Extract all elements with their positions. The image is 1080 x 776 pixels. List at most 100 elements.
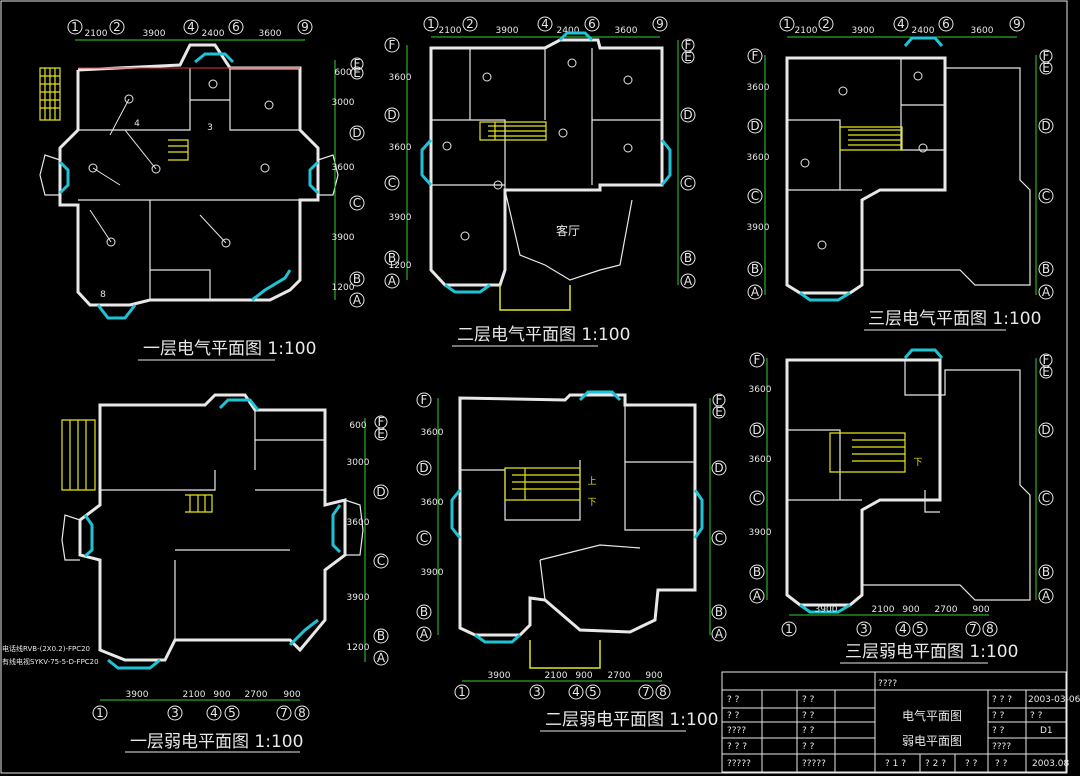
svg-text:6: 6 — [588, 17, 596, 31]
svg-text:D: D — [376, 485, 385, 499]
svg-text:3900: 3900 — [143, 29, 166, 39]
svg-text:3600: 3600 — [332, 163, 355, 173]
svg-text:E: E — [1042, 365, 1050, 379]
svg-text:B: B — [1042, 262, 1050, 276]
svg-text:3600: 3600 — [347, 518, 370, 528]
svg-text:A: A — [751, 285, 760, 299]
svg-text:900: 900 — [645, 671, 662, 681]
svg-text:F: F — [685, 38, 692, 52]
room-label-living: 客厅 — [556, 223, 580, 238]
svg-text:C: C — [420, 531, 428, 545]
svg-text:F: F — [716, 393, 723, 407]
cable-note-tv: 有线电视SYKV-75-5-D-FPC20 — [2, 657, 99, 666]
svg-text:C: C — [1042, 189, 1050, 203]
svg-text:2100: 2100 — [545, 671, 568, 681]
title-block-header: ???? — [878, 679, 897, 689]
svg-text:2: 2 — [466, 17, 474, 31]
svg-text:? 1 ?: ? 1 ? — [885, 759, 906, 769]
svg-text:????: ???? — [992, 742, 1011, 752]
svg-text:3600: 3600 — [421, 428, 444, 438]
svg-text:? ?: ? ? — [802, 742, 815, 752]
svg-text:3: 3 — [533, 685, 541, 699]
svg-text:B: B — [715, 605, 723, 619]
svg-text:C: C — [1042, 491, 1050, 505]
svg-text:?????: ????? — [802, 759, 826, 769]
svg-text:1: 1 — [96, 706, 104, 720]
svg-text:1: 1 — [785, 622, 793, 636]
svg-text:3900: 3900 — [421, 568, 444, 578]
plan-2f-electrical: 1 2 4 6 9 2100 3900 2400 3600 客厅 36 — [384, 16, 696, 347]
svg-text:4: 4 — [187, 20, 195, 34]
svg-text:F: F — [354, 57, 361, 71]
svg-text:7: 7 — [969, 622, 977, 636]
svg-text:3600: 3600 — [747, 83, 770, 93]
svg-text:3900: 3900 — [749, 528, 772, 538]
svg-text:F: F — [378, 415, 385, 429]
svg-text:A: A — [1042, 285, 1051, 299]
svg-text:F: F — [389, 38, 396, 52]
svg-text:900: 900 — [283, 690, 300, 700]
svg-text:C: C — [353, 196, 361, 210]
svg-text:C: C — [388, 176, 396, 190]
svg-text:3: 3 — [860, 622, 868, 636]
svg-text:C: C — [753, 491, 761, 505]
svg-text:1: 1 — [783, 17, 791, 31]
svg-text:2100: 2100 — [795, 26, 818, 36]
svg-text:2100: 2100 — [872, 605, 895, 615]
svg-text:3600: 3600 — [259, 29, 282, 39]
svg-text:3600: 3600 — [747, 153, 770, 163]
svg-text:下: 下 — [587, 498, 596, 508]
right-dims-4: 600 3000 3600 3900 1200 F E D C B A — [347, 415, 389, 666]
svg-text:? ? ?: ? ? ? — [992, 695, 1012, 705]
svg-text:3600: 3600 — [389, 143, 412, 153]
svg-text:3900: 3900 — [852, 26, 875, 36]
title-block-date2: 2003.08 — [1032, 759, 1069, 769]
right-dims-2: F E D C B A — [677, 38, 696, 289]
right-dims-6: F E D C B A — [1035, 353, 1054, 604]
svg-text:C: C — [715, 531, 723, 545]
left-dims-6: 3600 3600 3900 F D C B A — [749, 352, 772, 604]
svg-text:3600: 3600 — [971, 26, 994, 36]
svg-text:? ?: ? ? — [995, 759, 1008, 769]
bottom-axis-row-6: 3900 2100 900 2700 900 1 3 4 5 7 8 — [781, 605, 998, 637]
svg-text:F: F — [752, 49, 759, 63]
svg-text:9: 9 — [1013, 17, 1021, 31]
top-axis-row-2: 1 2 4 6 9 2100 3900 2400 3600 — [423, 16, 668, 38]
svg-text:? ?: ? ? — [992, 726, 1005, 736]
svg-text:E: E — [377, 427, 385, 441]
svg-text:2100: 2100 — [183, 690, 206, 700]
svg-text:1200: 1200 — [347, 643, 370, 653]
svg-text:2400: 2400 — [202, 29, 225, 39]
plan-3f-electrical: 1 2 4 6 9 2100 3900 2400 3600 3600 3600 … — [747, 16, 1054, 331]
svg-text:C: C — [684, 176, 692, 190]
svg-text:9: 9 — [656, 17, 664, 31]
cable-note-phone: 电话线RVB-(2X0.2)-FPC20 — [2, 644, 90, 653]
svg-text:? ? ?: ? ? ? — [727, 742, 747, 752]
svg-text:900: 900 — [972, 605, 989, 615]
svg-text:E: E — [715, 405, 723, 419]
plan-2f-weak-current: 上 下 3600 3600 3900 F D C B A F E D C B A… — [416, 390, 727, 732]
svg-text:B: B — [377, 629, 385, 643]
plan-title-4: 一层弱电平面图 1:100 — [130, 732, 303, 752]
svg-text:????: ???? — [727, 726, 746, 736]
svg-text:600: 600 — [349, 421, 366, 431]
svg-text:3600: 3600 — [421, 498, 444, 508]
svg-text:3600: 3600 — [749, 385, 772, 395]
svg-text:1200: 1200 — [332, 283, 355, 293]
svg-text:下: 下 — [913, 458, 922, 468]
title-block-date: 2003-03-06 — [1028, 695, 1080, 705]
svg-text:600: 600 — [334, 68, 351, 78]
left-dims-5: 3600 3600 3900 F D C B A — [416, 392, 444, 642]
svg-text:3600: 3600 — [749, 455, 772, 465]
svg-text:900: 900 — [575, 671, 592, 681]
plan-3f-weak-current: 下 3600 3600 3900 F D C B A F E D C B A 3… — [749, 348, 1054, 664]
svg-text:2400: 2400 — [557, 26, 580, 36]
svg-text:7: 7 — [642, 685, 650, 699]
plan-title-5: 二层弱电平面图 1:100 — [545, 710, 718, 730]
svg-text:B: B — [388, 251, 396, 265]
lamps-1f — [88, 79, 274, 248]
svg-text:3900: 3900 — [496, 26, 519, 36]
svg-text:E: E — [684, 50, 692, 64]
